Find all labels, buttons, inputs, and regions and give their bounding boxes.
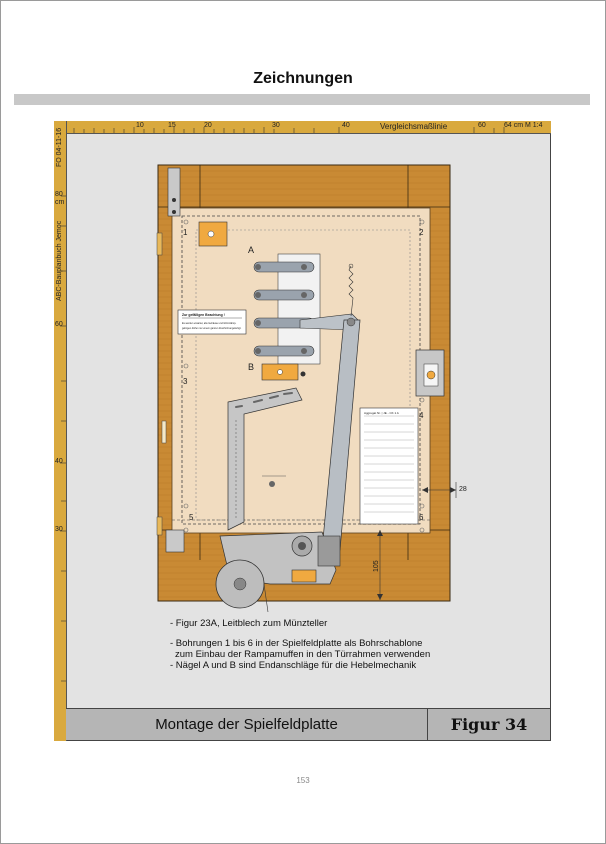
caption-line-3: zum Einbau der Rampamuffen in den Türrah…	[175, 649, 431, 660]
mark-4: 4	[419, 411, 424, 420]
ruler-top-number-20: 20	[204, 122, 212, 129]
caption-line-4: - Nägel A und B sind Endanschläge für di…	[170, 660, 417, 671]
caption-block: - Figur 23A, Leitblech zum Münzteller - …	[170, 618, 470, 671]
nail-a-label: A	[248, 245, 254, 255]
ruler-left-number-60: 60	[55, 321, 63, 328]
dimension-bottom: 105	[373, 560, 380, 572]
dimension-right: 28	[459, 486, 467, 493]
mark-3: 3	[183, 377, 188, 386]
ruler-top-number-30: 30	[272, 122, 280, 129]
ruler-left: FO 04-11-16 ABC-Bauplanbuch Jemoc 80 cm …	[54, 121, 67, 741]
slip-left-title: Zur gefälligen Beachtung !	[182, 313, 225, 317]
ruler-top-label: Vergleichsmaßlinie	[380, 122, 448, 131]
ruler-top-number-10: 10	[136, 122, 144, 129]
mark-6: 6	[419, 513, 424, 522]
mark-5: 5	[189, 513, 194, 522]
ruler-left-number-40: 40	[55, 458, 63, 465]
slip-right-title: Aggregat Nr. | JE - CK 1 A	[364, 411, 399, 415]
mark-2: 2	[419, 228, 424, 237]
title-block: Montage der Spielfeldplatte Figur 34	[66, 708, 550, 741]
title-block-divider	[427, 709, 428, 741]
page-number: 153	[296, 776, 310, 785]
slip-left-body-2: gelingen dürfen nur einem ganzen Zuschni…	[182, 327, 242, 330]
ruler-top-ticks	[73, 127, 505, 133]
mark-1: 1	[183, 228, 188, 237]
ruler-top-number-40: 40	[342, 122, 350, 129]
assembly-title: Montage der Spielfeldplatte	[155, 716, 338, 733]
page-title: Zeichnungen	[253, 70, 353, 87]
ruler-left-number-30: 30	[55, 526, 63, 533]
ruler-left-unit: cm	[55, 199, 65, 206]
ruler-left-ticks	[60, 195, 66, 682]
slip-left-body-1: Es werden erwartet, alle Gehäuse und Gli…	[182, 322, 236, 325]
nail-b-label: B	[248, 362, 254, 372]
ruler-top-number-15: 15	[168, 122, 176, 129]
caption-line-2: - Bohrungen 1 bis 6 in der Spielfeldplat…	[170, 638, 423, 649]
ruler-left-number-80: 80	[55, 191, 63, 198]
ruler-top: 10 15 20 30 40 Vergleichsmaßlinie 60 64 …	[54, 121, 551, 134]
title-rule	[14, 94, 590, 105]
figure-label: Figur 34	[450, 715, 528, 734]
ruler-top-scale: 64 cm M 1:4	[504, 122, 543, 129]
ruler-top-number-60: 60	[478, 122, 486, 129]
caption-line-1: - Figur 23A, Leitblech zum Münzteller	[170, 618, 328, 629]
